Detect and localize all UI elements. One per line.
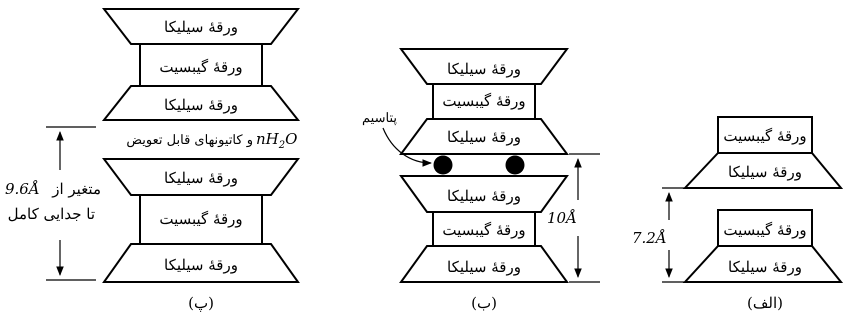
silica-sheet-top [101, 8, 301, 45]
structure-right-labels: ورقهٔ گیبسیت ورقهٔ سیلیکا ورقهٔ گیبسیت و… [723, 127, 806, 276]
silica-label: ورقهٔ سیلیکا [164, 256, 238, 274]
spacing-dimension-left [46, 126, 96, 281]
silica-sheet [682, 152, 844, 189]
structure-right [682, 116, 844, 283]
structure-middle-labels: ورقهٔ سیلیکا ورقهٔ گیبسیت ورقهٔ سیلیکا و… [442, 60, 525, 276]
silica-sheet-bottom [399, 118, 569, 155]
silica-sheet-top [399, 175, 569, 213]
water-formula: nH2O [256, 130, 297, 151]
potassium-ion [505, 155, 525, 175]
silica-sheet-top [102, 158, 300, 196]
variable-value: 9.6Å [5, 180, 40, 198]
gibbsite-label: ورقهٔ گیبسیت [442, 221, 525, 239]
silica-sheet [682, 245, 844, 283]
silica-sheet-top [399, 48, 569, 85]
gibbsite-sheet [717, 209, 813, 247]
silica-label: ورقهٔ سیلیکا [164, 18, 238, 36]
caption-middle: (ب) [471, 294, 497, 312]
structure-middle [399, 48, 569, 283]
gibbsite-label: ورقهٔ گیبسیت [159, 210, 242, 228]
silica-label: ورقهٔ سیلیکا [447, 258, 521, 276]
variable-text-2: تا جدایی کامل [8, 205, 95, 223]
spacing-dimension-middle [569, 153, 600, 283]
interlayer-label: و کاتیونهای قابل تعویض nH2O [126, 130, 297, 151]
gibbsite-sheet [432, 83, 536, 120]
spacing-dimension-right [662, 187, 690, 283]
silica-label: ورقهٔ سیلیکا [447, 187, 521, 205]
silica-sheet-bottom [101, 85, 301, 121]
variable-spacing-label: متغیر از 9.6Å تا جدایی کامل [5, 180, 101, 223]
silica-sheet-bottom [399, 245, 569, 283]
basal-spacing-7-2: 7.2Å [632, 229, 667, 247]
silica-label: ورقهٔ سیلیکا [728, 258, 802, 276]
potassium-label: پتاسیم [362, 111, 397, 126]
potassium-ion [433, 155, 453, 175]
silica-sheet-bottom [102, 243, 300, 283]
gibbsite-label: ورقهٔ گیبسیت [159, 58, 242, 76]
gibbsite-sheet [432, 211, 536, 247]
silica-label: ورقهٔ سیلیکا [164, 96, 238, 114]
variable-text: متغیر از [51, 180, 101, 198]
silica-label: ورقهٔ سیلیکا [447, 128, 521, 146]
gibbsite-label: ورقهٔ گیبسیت [442, 92, 525, 110]
cations-text: و کاتیونهای قابل تعویض [126, 133, 253, 148]
gibbsite-label: ورقهٔ گیبسیت [723, 127, 806, 145]
silica-label: ورقهٔ سیلیکا [728, 163, 802, 181]
basal-spacing-10: 10Å [547, 209, 577, 227]
potassium-pointer [382, 127, 432, 167]
gibbsite-label: ورقهٔ گیبسیت [723, 221, 806, 239]
caption-right: (الف) [747, 294, 783, 312]
structure-left [101, 8, 301, 283]
gibbsite-sheet [717, 116, 813, 154]
caption-left: (پ) [188, 294, 214, 312]
silica-label: ورقهٔ سیلیکا [164, 169, 238, 187]
structure-left-labels: ورقهٔ سیلیکا ورقهٔ گیبسیت ورقهٔ سیلیکا و… [159, 18, 242, 274]
silica-label: ورقهٔ سیلیکا [447, 60, 521, 78]
gibbsite-sheet [139, 43, 263, 87]
